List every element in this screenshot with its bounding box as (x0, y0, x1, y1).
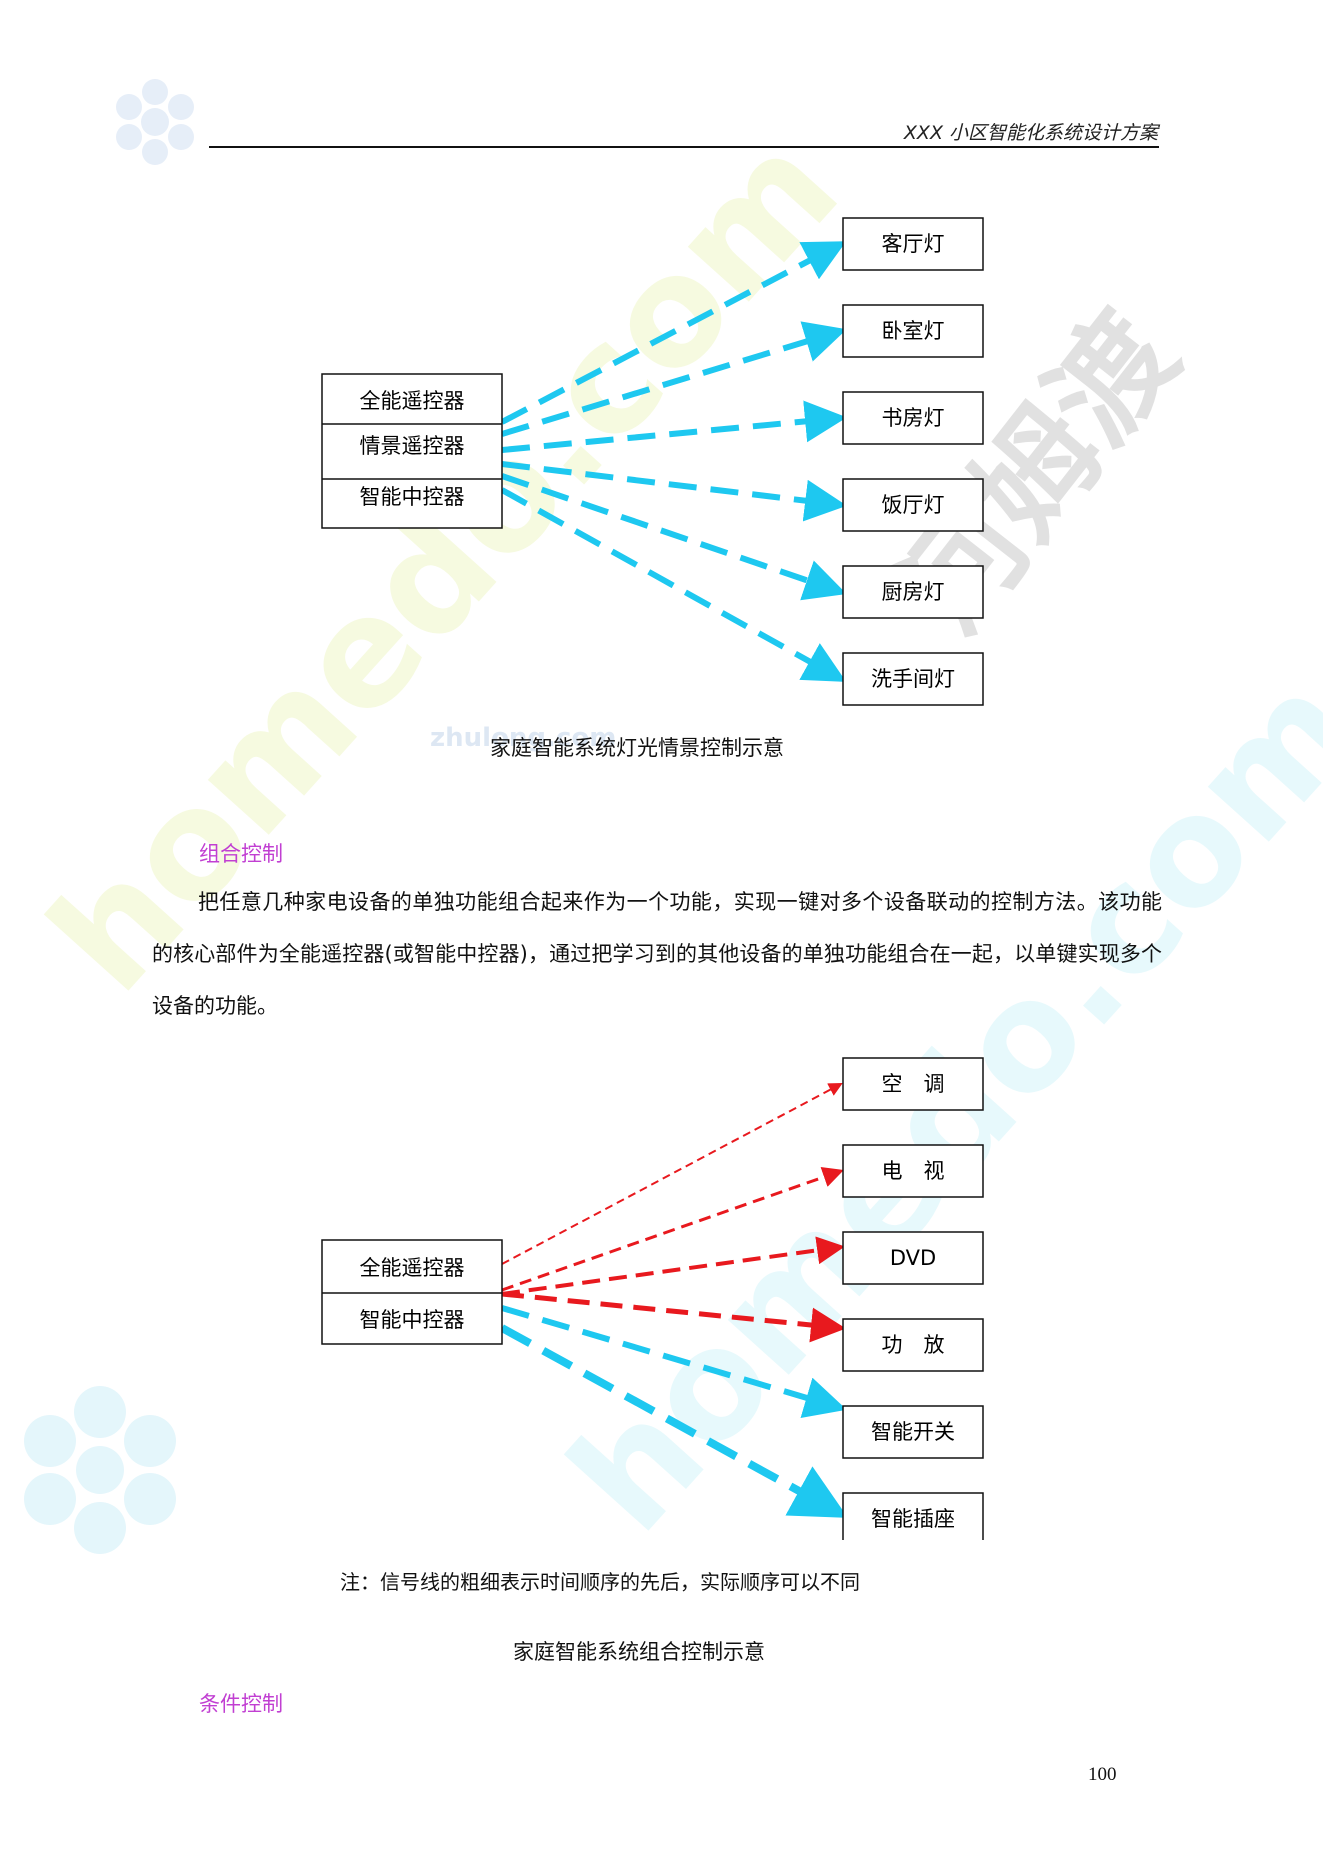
target-label: 洗手间灯 (871, 667, 955, 691)
paragraph-text: 把任意几种家电设备的单独功能组合起来作为一个功能，实现一键对多个设备联动的控制方… (152, 890, 1162, 1018)
diagram2-caption: 家庭智能系统组合控制示意 (513, 1640, 765, 1664)
target-box-frame (842, 478, 984, 532)
signal-arrow (501, 1083, 843, 1265)
target-box-frame (842, 1231, 984, 1285)
signal-arrow (501, 473, 847, 601)
diagram2-note: 注：信号线的粗细表示时间顺序的先后，实际顺序可以不同 (340, 1570, 860, 1594)
target-box-frame (842, 1057, 984, 1111)
target-box-frame (842, 1144, 984, 1198)
source-label-universal-remote: 全能遥控器 (360, 1256, 465, 1280)
target-box-frame (842, 217, 984, 271)
signal-arrow (500, 241, 847, 425)
section-heading-condition: 条件控制 (199, 1692, 283, 1716)
target-label: 空 调 (882, 1072, 945, 1096)
page-number: 100 (1088, 1764, 1117, 1785)
target-box: 厨房灯 (842, 565, 984, 619)
target-label: 厨房灯 (882, 580, 945, 604)
target-box: 卧室灯 (842, 304, 984, 358)
section-heading-combo: 组合控制 (199, 842, 283, 866)
signal-arrow (501, 461, 847, 522)
signal-arrow (501, 1291, 846, 1343)
target-box-frame (842, 391, 984, 445)
target-box: 饭厅灯 (842, 478, 984, 532)
target-label: 智能开关 (871, 1420, 955, 1444)
diagram1-caption: 家庭智能系统灯光情景控制示意 (490, 736, 784, 760)
target-box-frame (842, 1318, 984, 1372)
target-box: 智能开关 (842, 1405, 984, 1459)
source-label-smart-controller: 智能中控器 (360, 485, 465, 509)
target-box: 功 放 (842, 1318, 984, 1372)
section-paragraph-combo: 把任意几种家电设备的单独功能组合起来作为一个功能，实现一键对多个设备联动的控制方… (152, 876, 1162, 1032)
target-label: 饭厅灯 (882, 493, 945, 517)
target-box: 电 视 (842, 1144, 984, 1198)
signal-arrow (501, 1167, 844, 1292)
target-label: DVD (890, 1246, 936, 1270)
source-label-universal-remote: 全能遥控器 (360, 389, 465, 413)
target-box-frame (842, 652, 984, 706)
snowflake-logo-icon (116, 79, 194, 165)
target-label: 智能插座 (871, 1507, 955, 1531)
target-box: 智能插座 (842, 1492, 984, 1540)
target-box-frame (842, 565, 984, 619)
target-box: DVD (842, 1231, 984, 1285)
signal-arrow (501, 321, 847, 437)
target-box-frame (842, 1405, 984, 1459)
target-label: 客厅灯 (882, 232, 945, 256)
signal-arrow (500, 487, 847, 682)
signal-arrow (501, 400, 847, 453)
signal-arrow (501, 1305, 847, 1418)
source-box-group: 全能遥控器 情景遥控器 智能中控器 (321, 373, 503, 529)
header-title: XXX 小区智能化系统设计方案 (903, 122, 1158, 144)
target-box: 书房灯 (842, 391, 984, 445)
signal-arrow (500, 1324, 849, 1518)
target-box-frame (842, 1492, 984, 1540)
target-label: 电 视 (882, 1159, 945, 1183)
target-label: 卧室灯 (882, 319, 945, 343)
signal-arrow (501, 1236, 845, 1296)
target-label: 功 放 (882, 1333, 945, 1357)
target-label: 书房灯 (882, 406, 945, 430)
target-box: 客厅灯 (842, 217, 984, 271)
source-label-scene-remote: 情景遥控器 (360, 434, 465, 458)
target-box: 空 调 (842, 1057, 984, 1111)
header-rule (209, 146, 1159, 148)
source-label-smart-controller: 智能中控器 (360, 1308, 465, 1332)
target-box: 洗手间灯 (842, 652, 984, 706)
target-box-frame (842, 304, 984, 358)
source-box-group: 全能遥控器 智能中控器 (321, 1239, 503, 1345)
